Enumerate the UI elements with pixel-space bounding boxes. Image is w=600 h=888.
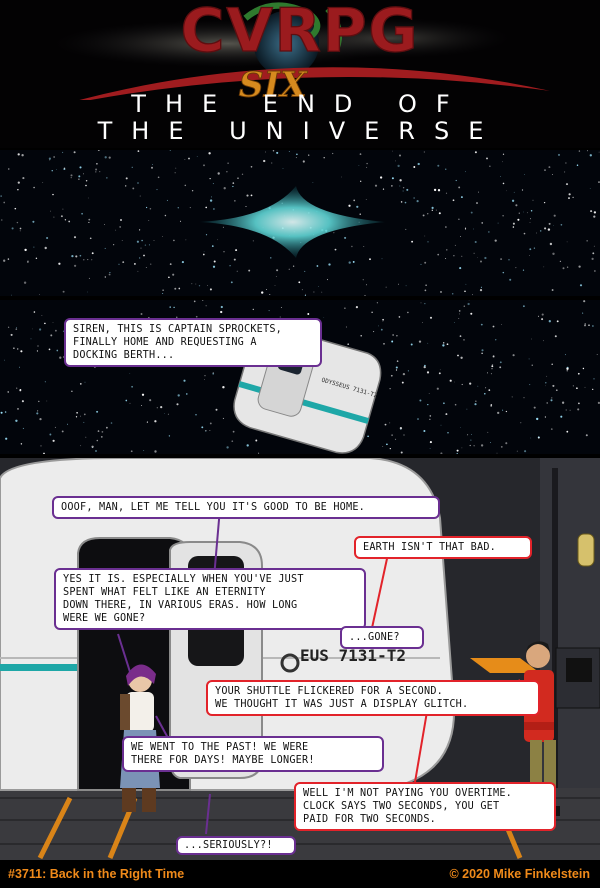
speech-bubble-woman-1: Ooof, man, let me tell you it's good to … bbox=[52, 496, 440, 519]
speech-bubble-captain-3: ...Seriously?! bbox=[176, 836, 296, 855]
comic-header: CVRPG SIX THE END OF THE UNIVERSE bbox=[0, 0, 600, 148]
panel-starfield-flash bbox=[0, 150, 600, 296]
six-badge: SIX bbox=[239, 65, 308, 100]
speech-bubble-officer-1: Earth isn't that bad. bbox=[354, 536, 532, 559]
episode-title: #3711: Back in the Right Time bbox=[8, 867, 185, 881]
speech-bubble-captain-2: ...Gone? bbox=[340, 626, 424, 649]
logo-text: CVRPG bbox=[181, 0, 420, 66]
panel-shuttle-space: ODYSSEUS 7131-T2 Siren, this is Captain … bbox=[0, 300, 600, 454]
teleport-flash bbox=[200, 186, 385, 258]
header-art: CVRPG SIX bbox=[54, 0, 550, 100]
panel-docking-bay: EUS 7131-T2 Ooof, man, let me tell you i… bbox=[0, 458, 600, 860]
subtitle-line-2: THE UNIVERSE bbox=[97, 117, 503, 145]
speech-bubble-captain-1: Yes it is. Especially when you've just s… bbox=[54, 568, 366, 630]
hull-registration: EUS 7131-T2 bbox=[300, 646, 406, 665]
speech-bubble-officer-2: Your shuttle flickered for a second. We … bbox=[206, 680, 540, 716]
copyright: © 2020 Mike Finkelstein bbox=[449, 867, 590, 881]
comic-footer: #3711: Back in the Right Time © 2020 Mik… bbox=[0, 860, 600, 888]
speech-bubble-officer-3: Well I'm not paying you overtime. Clock … bbox=[294, 782, 556, 831]
speech-bubble-captain: Siren, this is Captain Sprockets, finall… bbox=[64, 318, 322, 367]
speech-bubble-woman-2: We went to the past! We were there for d… bbox=[122, 736, 384, 772]
subtitle-line-1: THE END OF bbox=[131, 90, 469, 118]
